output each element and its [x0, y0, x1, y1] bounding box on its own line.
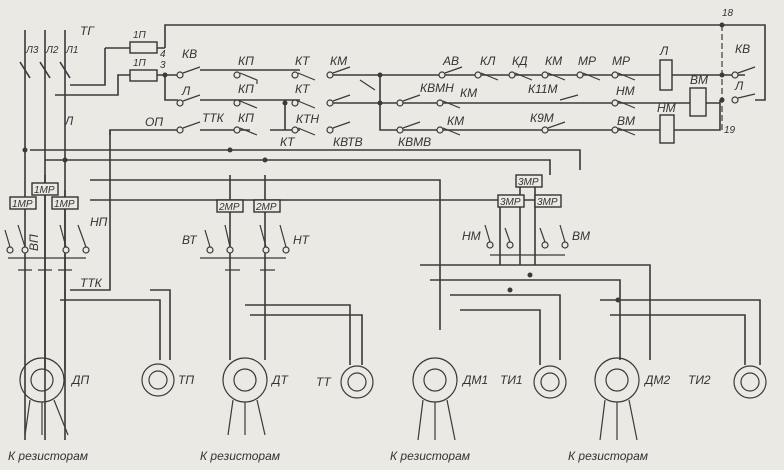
label-node3: 3 — [160, 60, 166, 71]
label-dp: ДП — [70, 373, 89, 387]
label-kv: КВ — [182, 47, 197, 61]
motor-dt-icon — [222, 357, 268, 403]
label-to-resistors-3: К резисторам — [390, 449, 470, 463]
generator-ti1-icon — [533, 365, 567, 399]
label-node19: 19 — [724, 125, 736, 136]
fuse-1p-upper — [129, 41, 158, 54]
label-1mr-b: 1МР — [12, 199, 33, 210]
label-nm: НМ — [616, 84, 635, 98]
label-kt2: КТ — [295, 82, 311, 96]
label-dm1: ДМ1 — [461, 373, 488, 387]
label-kp: КП — [238, 54, 254, 68]
relay-3mr-a — [515, 174, 543, 188]
label-l2: Л2 — [45, 45, 59, 56]
label-dt: ДТ — [270, 373, 289, 387]
label-kvmn: КВМН — [420, 81, 454, 95]
label-tt: ТТ — [316, 375, 332, 389]
power-wiring — [4, 22, 761, 440]
label-2mr-b: 2МР — [255, 202, 277, 213]
label-3mr-a: 3МР — [518, 177, 539, 188]
motor-dm1-icon — [412, 357, 458, 403]
label-k11m: К11М — [528, 82, 558, 96]
label-3mr-b: 3МР — [500, 197, 521, 208]
label-3mr-c: 3МР — [537, 197, 558, 208]
label-tg: ТГ — [80, 24, 95, 38]
relay-3mr-b — [497, 194, 525, 208]
label-kp3: КП — [238, 111, 254, 125]
label-nt: НТ — [293, 233, 311, 247]
label-kvmv: КВМВ — [398, 135, 431, 149]
label-vt: ВТ — [182, 233, 198, 247]
label-fuse1: 1П — [133, 30, 147, 41]
label-l1: Л1 — [65, 45, 78, 56]
label-k9m: К9М — [530, 111, 554, 125]
label-1mr-c: 1МР — [54, 199, 75, 210]
generator-tt-icon — [340, 365, 374, 399]
label-to-resistors-4: К резисторам — [568, 449, 648, 463]
label-vm: ВМ — [617, 114, 635, 128]
label-coil-l: Л — [659, 44, 669, 58]
label-op: ОП — [145, 115, 163, 129]
label-kvtv: КВТВ — [333, 135, 363, 149]
generator-ti2-icon — [733, 365, 767, 399]
motor-dp-icon — [19, 357, 65, 403]
label-ti1: ТИ1 — [500, 373, 523, 387]
label-l-power: Л — [64, 114, 74, 128]
label-coil-nm: НМ — [657, 101, 676, 115]
label-node4: 4 — [160, 49, 166, 60]
label-to-resistors-1: К резисторам — [8, 449, 88, 463]
generator-tp-icon — [141, 363, 175, 397]
control-wiring — [30, 24, 766, 291]
label-ti2: ТИ2 — [688, 373, 711, 387]
label-km: КМ — [330, 54, 347, 68]
label-dm2: ДМ2 — [643, 373, 670, 387]
motor-dm2-icon — [594, 357, 640, 403]
label-kvtn: КТН — [296, 112, 319, 126]
machines — [19, 357, 767, 441]
label-kt3: КТ — [280, 135, 296, 149]
coil-vm — [689, 87, 707, 117]
label-kt: КТ — [295, 54, 311, 68]
label-ttk-power: ТТК — [80, 276, 103, 290]
relay-1mr-b — [9, 196, 37, 210]
relay-1mr-a — [31, 182, 59, 196]
label-kd: КД — [512, 54, 528, 68]
fuse-1p-lower — [129, 69, 158, 82]
label-kp2: КП — [238, 82, 254, 96]
label-fuse2: 1П — [133, 58, 147, 69]
label-km4: КМ — [447, 114, 464, 128]
label-coil-vm: ВМ — [690, 73, 708, 87]
coil-nm — [659, 114, 675, 144]
label-to-resistors-2: К резисторам — [200, 449, 280, 463]
label-vm-power: ВМ — [572, 229, 590, 243]
arrow-icon — [359, 79, 376, 91]
label-tp: ТП — [178, 373, 194, 387]
label-np: НП — [90, 215, 108, 229]
label-1mr-a: 1МР — [34, 185, 55, 196]
coil-l — [659, 59, 673, 91]
label-av: АВ — [442, 54, 459, 68]
label-node18: 18 — [722, 8, 734, 19]
label-kv2: КВ — [735, 42, 750, 56]
relay-2mr-a — [216, 199, 244, 213]
label-2mr-a: 2МР — [218, 202, 240, 213]
relay-2mr-b — [253, 199, 281, 213]
label-l3: Л3 — [25, 45, 39, 56]
labels: ТГ Л1 Л2 Л3 1П 1П 4 3 18 19 Л КВ КП КТ К… — [8, 8, 750, 463]
label-l2-right: Л — [734, 79, 744, 93]
label-km3: КМ — [460, 86, 477, 100]
label-l-row2: Л — [181, 84, 191, 98]
label-kl: КЛ — [480, 54, 496, 68]
label-vp: ВП — [27, 234, 41, 251]
label-ttk: ТТК — [202, 111, 225, 125]
label-km2: КМ — [545, 54, 562, 68]
label-mr1: МР — [578, 54, 596, 68]
relay-3mr-c — [534, 194, 562, 208]
label-nm-power: НМ — [462, 229, 481, 243]
label-mr2: МР — [612, 54, 630, 68]
relay-1mr-c — [51, 196, 79, 210]
